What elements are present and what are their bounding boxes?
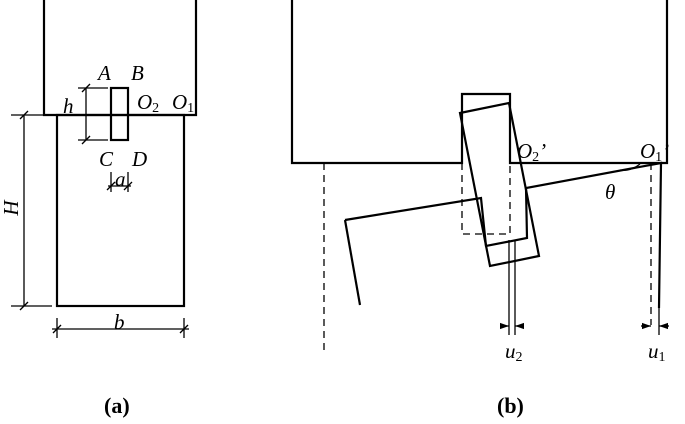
caption-a: (a) xyxy=(104,393,130,418)
u2-dimension xyxy=(499,240,525,335)
label-H: H xyxy=(0,199,23,217)
connector-element-abcd xyxy=(109,86,130,142)
b-dimension xyxy=(52,318,189,338)
label-u2: u2 xyxy=(505,339,523,365)
label-O1: O1 xyxy=(172,90,194,116)
theta-arc xyxy=(619,163,641,172)
a-dimension xyxy=(106,172,133,192)
label-theta: θ xyxy=(605,180,615,204)
label-O2: O2 xyxy=(137,90,159,116)
label-D: D xyxy=(131,147,147,171)
label-h: h xyxy=(63,94,74,118)
upper-structure-outline-b xyxy=(290,0,669,165)
label-u1: u1 xyxy=(648,339,666,365)
H-dimension xyxy=(11,110,52,311)
label-b: b xyxy=(114,310,125,334)
u1-dimension xyxy=(641,308,669,335)
rotated-connector-element xyxy=(458,101,541,268)
panel-b: O2’ O1’ θ u2 u1 (b) xyxy=(290,0,669,418)
h-dimension xyxy=(78,83,108,145)
label-O2-prime: O2’ xyxy=(517,139,546,165)
label-A: A xyxy=(96,61,111,85)
label-O1-prime: O1’ xyxy=(640,139,669,165)
lower-block xyxy=(55,113,186,308)
label-a: a xyxy=(115,167,126,191)
label-C: C xyxy=(99,147,114,171)
label-B: B xyxy=(131,61,144,85)
original-connector-dashed xyxy=(461,163,511,235)
panel-a: A B C D h a b H O2 O1 (a) xyxy=(0,0,198,418)
displaced-lower-block-left-edge xyxy=(343,219,362,306)
caption-b: (b) xyxy=(497,393,524,418)
